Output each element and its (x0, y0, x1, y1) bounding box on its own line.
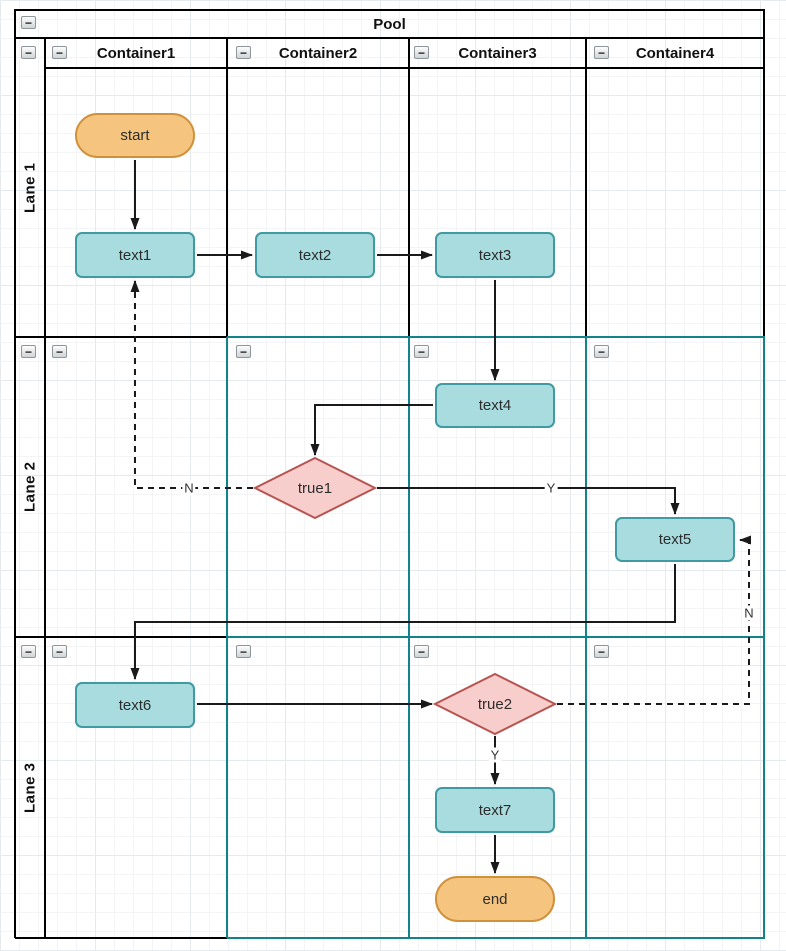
edge-label-true2-yes: Y (488, 747, 502, 763)
lane2-cell3-collapse-icon[interactable]: − (414, 345, 429, 358)
node-true2[interactable]: true2 (477, 695, 513, 713)
decision-shapes (252, 456, 558, 736)
container3-collapse-icon[interactable]: − (414, 46, 429, 59)
container4-collapse-icon[interactable]: − (594, 46, 609, 59)
lane3-label[interactable]: Lane 3 (21, 762, 39, 813)
decision-true1-shape[interactable] (252, 456, 378, 520)
node-end[interactable]: end (435, 876, 555, 922)
lane3-cell1-collapse-icon[interactable]: − (52, 645, 67, 658)
lane2-label[interactable]: Lane 2 (21, 461, 39, 513)
edge-label-true1-no: N (182, 480, 196, 496)
lane1-collapse-icon[interactable]: − (21, 46, 36, 59)
lane3-collapse-icon[interactable]: − (21, 645, 36, 658)
container1-header[interactable]: Container1 (96, 44, 176, 62)
container2-collapse-icon[interactable]: − (236, 46, 251, 59)
node-text4[interactable]: text4 (435, 383, 555, 428)
lane3-cell2-collapse-icon[interactable]: − (236, 645, 251, 658)
dashed-connectors (130, 280, 751, 705)
edge-label-true1-yes: Y (544, 480, 558, 496)
container3-header[interactable]: Container3 (458, 44, 537, 62)
container4-header[interactable]: Container4 (635, 44, 715, 62)
node-start[interactable]: start (75, 113, 195, 158)
decision-true2-shape[interactable] (432, 672, 558, 736)
node-text1[interactable]: text1 (75, 232, 195, 278)
lane3-cell3-collapse-icon[interactable]: − (414, 645, 429, 658)
pool-borders-black (14, 9, 765, 939)
lane3-cell4-collapse-icon[interactable]: − (594, 645, 609, 658)
node-text5[interactable]: text5 (615, 517, 735, 562)
node-true1[interactable]: true1 (297, 479, 333, 497)
node-text2[interactable]: text2 (255, 232, 375, 278)
container1-collapse-icon[interactable]: − (52, 46, 67, 59)
lane2-cell1-collapse-icon[interactable]: − (52, 345, 67, 358)
node-text7[interactable]: text7 (435, 787, 555, 833)
node-text6[interactable]: text6 (75, 682, 195, 728)
pool-title[interactable]: Pool (373, 15, 406, 33)
edge-label-true2-no: N (742, 605, 756, 621)
lane1-label[interactable]: Lane 1 (21, 162, 39, 213)
lane2-cell2-collapse-icon[interactable]: − (236, 345, 251, 358)
lane2-collapse-icon[interactable]: − (21, 345, 36, 358)
container2-header[interactable]: Container2 (278, 44, 358, 62)
pool-collapse-icon[interactable]: − (21, 16, 36, 29)
node-text3[interactable]: text3 (435, 232, 555, 278)
lane2-cell4-collapse-icon[interactable]: − (594, 345, 609, 358)
solid-connectors (130, 160, 680, 874)
